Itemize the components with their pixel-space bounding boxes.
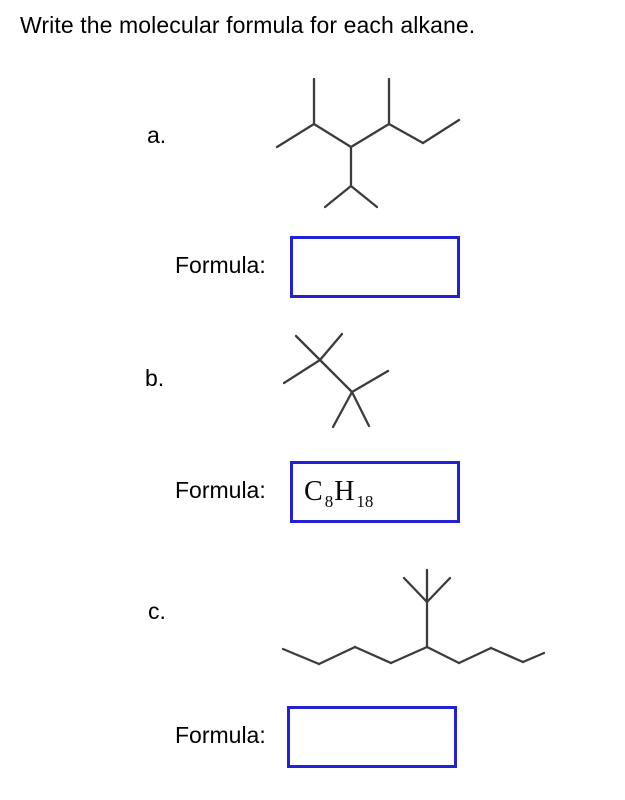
formula-input-a[interactable]: [290, 236, 460, 298]
part-label-b: b.: [145, 365, 165, 391]
formula-label-a: Formula:: [175, 252, 266, 278]
part-label-c: c.: [148, 598, 166, 624]
formula-label-b: Formula:: [175, 477, 266, 503]
question-title: Write the molecular formula for each alk…: [20, 12, 476, 38]
alkane-structure-b: [282, 332, 390, 429]
formula-input-c[interactable]: [287, 706, 457, 768]
alkane-structure-c: [281, 568, 546, 666]
formula-answer-a: [304, 253, 310, 281]
formula-label-c: Formula:: [175, 722, 266, 748]
formula-answer-c: [301, 723, 307, 751]
part-label-a: a.: [147, 122, 167, 148]
alkane-structure-a: [275, 77, 461, 209]
